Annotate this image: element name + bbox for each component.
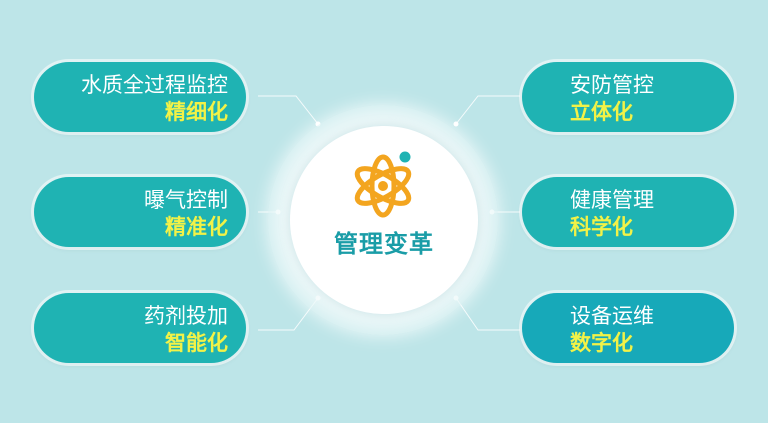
node-dosing: 药剂投加 智能化 — [34, 293, 246, 363]
node-label: 曝气控制 — [144, 188, 228, 212]
node-label: 水质全过程监控 — [81, 73, 228, 97]
connector-equipment — [455, 297, 520, 331]
node-aeration: 曝气控制 精准化 — [34, 177, 246, 247]
node-equipment: 设备运维 数字化 — [522, 293, 734, 363]
connector-dot — [453, 121, 459, 127]
connector-security — [455, 95, 520, 125]
node-sublabel: 精准化 — [165, 215, 228, 239]
node-health: 健康管理 科学化 — [522, 177, 734, 247]
node-sublabel: 立体化 — [570, 100, 633, 124]
node-sublabel: 精细化 — [165, 100, 228, 124]
node-security: 安防管控 立体化 — [522, 62, 734, 132]
node-water-quality: 水质全过程监控 精细化 — [34, 62, 246, 132]
node-label: 设备运维 — [570, 304, 654, 328]
node-sublabel: 智能化 — [165, 331, 228, 355]
node-label: 药剂投加 — [144, 304, 228, 328]
atom-icon — [354, 151, 412, 218]
node-sublabel: 数字化 — [570, 331, 633, 355]
connector-water — [258, 95, 319, 125]
node-label: 安防管控 — [570, 73, 654, 97]
node-sublabel: 科学化 — [570, 215, 633, 239]
center-title: 管理变革 — [334, 230, 434, 258]
node-label: 健康管理 — [570, 188, 654, 212]
